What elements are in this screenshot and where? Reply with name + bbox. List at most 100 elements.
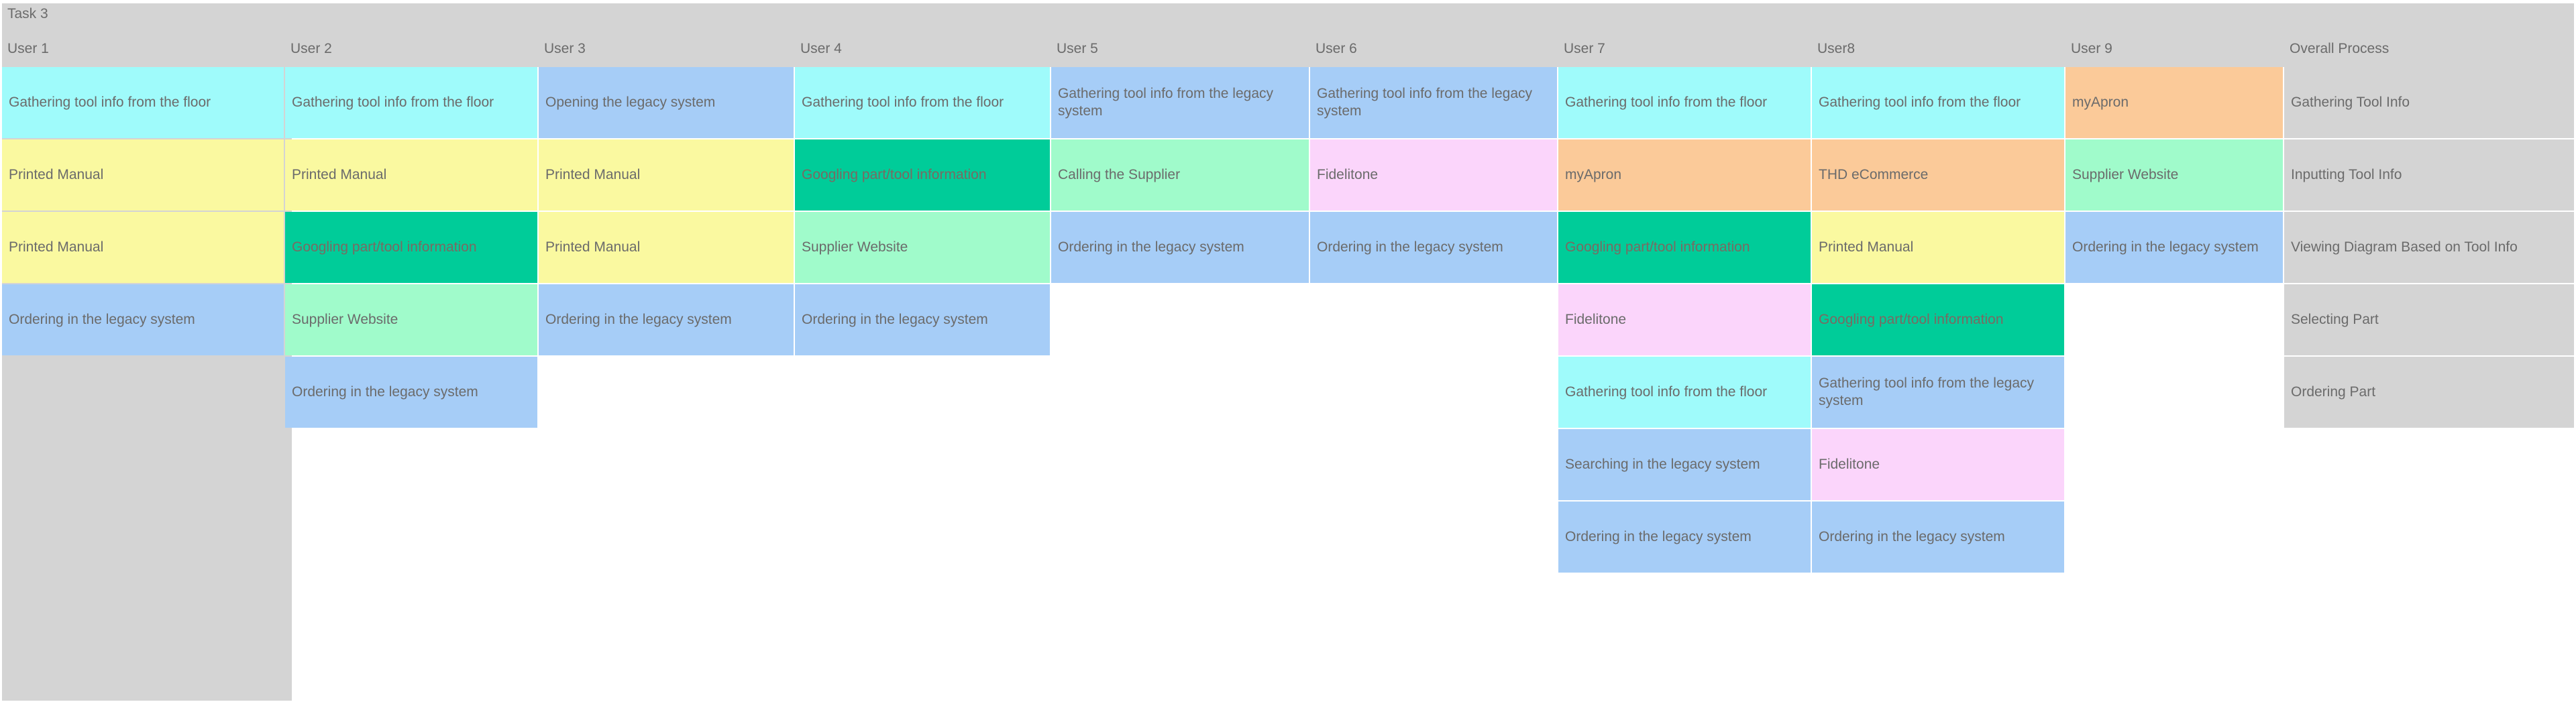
matrix-cell-label: Ordering in the legacy system [1058,239,1244,255]
matrix-cell-label: Gathering tool info from the floor [802,95,1004,110]
matrix-cell[interactable]: Googling part/tool information [285,212,537,283]
matrix-cell[interactable]: Searching in the legacy system [1558,429,1811,500]
matrix-cell[interactable]: myApron [2065,67,2283,138]
process-step-cell[interactable]: Viewing Diagram Based on Tool Info [2284,212,2574,283]
column-header-6: User 6 [1316,41,1357,56]
matrix-cell-label: Fidelitone [1317,167,1379,182]
task-matrix-board: Task 3 User 1 User 2 User 3 User 4 User 5 Use… [2,3,2574,701]
matrix-cell[interactable]: Printed Manual [1812,212,2064,283]
matrix-cell-label: Gathering tool info from the legacy syst… [1058,86,1274,119]
matrix-cell-label: Gathering Tool Info [2291,95,2410,110]
matrix-cell-label: Ordering in the legacy system [9,312,195,327]
column-header-8: User8 [1817,41,1856,56]
matrix-cell-label: Fidelitone [1565,312,1627,327]
matrix-cell[interactable]: Gathering tool info from the floor [1558,67,1811,138]
matrix-cell[interactable]: Ordering in the legacy system [539,284,794,355]
matrix-cell[interactable]: Ordering in the legacy system [1051,212,1309,283]
matrix-cell-label: Ordering in the legacy system [1317,239,1503,255]
column-header-9: User 9 [2071,41,2112,56]
matrix-cell-label: THD eCommerce [1819,167,1929,182]
matrix-cell-label: Calling the Supplier [1058,167,1181,182]
column-header-7: User 7 [1564,41,1605,56]
matrix-cell-label: Ordering in the legacy system [545,312,732,327]
matrix-cell[interactable]: Gathering tool info from the floor [2,67,284,138]
matrix-cell[interactable]: Ordering in the legacy system [1558,502,1811,573]
matrix-cell-label: Selecting Part [2291,312,2379,327]
matrix-cell-label: Googling part/tool information [1565,239,1750,255]
matrix-cell-label: Gathering tool info from the legacy syst… [1819,375,2035,408]
matrix-cell[interactable]: Ordering in the legacy system [795,284,1050,355]
matrix-cell[interactable]: Ordering in the legacy system [1310,212,1557,283]
matrix-cell-label: Ordering in the legacy system [802,312,988,327]
matrix-cell[interactable]: Ordering in the legacy system [2,284,284,355]
matrix-cell-label: Googling part/tool information [802,167,987,182]
matrix-cell[interactable]: Gathering tool info from the legacy syst… [1812,357,2064,428]
matrix-cell[interactable]: Opening the legacy system [539,67,794,138]
matrix-cell[interactable]: Gathering tool info from the legacy syst… [1051,67,1309,138]
matrix-cell[interactable]: Fidelitone [1812,429,2064,500]
matrix-cell[interactable]: Gathering tool info from the floor [795,67,1050,138]
matrix-cell-label: Gathering tool info from the floor [9,95,211,110]
process-step-cell[interactable]: Ordering Part [2284,357,2574,428]
matrix-cell-label: Gathering tool info from the floor [1819,95,2021,110]
header-band [2,3,2574,67]
matrix-cell[interactable]: Supplier Website [2065,139,2283,211]
matrix-cell-label: Gathering tool info from the floor [1565,95,1768,110]
matrix-cell-label: Googling part/tool information [1819,312,2004,327]
column-header-2: User 2 [290,41,332,56]
matrix-cell[interactable]: Ordering in the legacy system [1812,502,2064,573]
matrix-cell[interactable]: Googling part/tool information [795,139,1050,211]
matrix-cell-label: Opening the legacy system [545,95,716,110]
matrix-cell[interactable]: Gathering tool info from the floor [285,67,537,138]
matrix-cell[interactable]: Printed Manual [2,212,284,283]
matrix-cell-label: Ordering in the legacy system [1565,529,1752,544]
matrix-cell[interactable]: Gathering tool info from the floor [1558,357,1811,428]
matrix-cell-label: Printed Manual [545,167,641,182]
matrix-cell-label: Gathering tool info from the floor [1565,384,1768,400]
matrix-cell[interactable]: myApron [1558,139,1811,211]
matrix-cell[interactable]: Gathering tool info from the floor [1812,67,2064,138]
matrix-cell[interactable]: Printed Manual [539,212,794,283]
matrix-cell-label: myApron [2072,95,2129,110]
matrix-cell[interactable]: Supplier Website [795,212,1050,283]
matrix-cell[interactable]: Printed Manual [2,139,284,211]
process-step-cell[interactable]: Selecting Part [2284,284,2574,355]
matrix-cell[interactable]: Supplier Website [285,284,537,355]
column-header-1: User 1 [7,41,49,56]
matrix-cell-label: Ordering in the legacy system [2072,239,2259,255]
matrix-cell-label: Viewing Diagram Based on Tool Info [2291,239,2518,255]
matrix-cell-label: Printed Manual [9,239,104,255]
matrix-cell-label: Ordering in the legacy system [1819,529,2005,544]
matrix-cell-label: Gathering tool info from the legacy syst… [1317,86,1533,119]
column-header-5: User 5 [1057,41,1098,56]
matrix-cell-label: Inputting Tool Info [2291,167,2402,182]
matrix-cell-label: Ordering in the legacy system [292,384,478,400]
matrix-cell-label: Printed Manual [1819,239,1914,255]
matrix-cell-label: Printed Manual [545,239,641,255]
matrix-cell[interactable]: Printed Manual [539,139,794,211]
matrix-cell-label: Printed Manual [292,167,387,182]
page-title: Task 3 [7,6,48,21]
process-step-cell[interactable]: Inputting Tool Info [2284,139,2574,211]
matrix-cell[interactable]: Fidelitone [1558,284,1811,355]
matrix-cell[interactable]: Ordering in the legacy system [285,357,537,428]
process-step-cell[interactable]: Gathering Tool Info [2284,67,2574,138]
matrix-cell-label: Supplier Website [292,312,398,327]
matrix-cell-label: Supplier Website [2072,167,2179,182]
matrix-cell-label: Googling part/tool information [292,239,477,255]
matrix-cell[interactable]: Fidelitone [1310,139,1557,211]
matrix-cell-label: Printed Manual [9,167,104,182]
matrix-cell[interactable]: Printed Manual [285,139,537,211]
matrix-cell-label: Supplier Website [802,239,908,255]
matrix-cell[interactable]: Googling part/tool information [1558,212,1811,283]
matrix-cell-label: Fidelitone [1819,457,1880,472]
matrix-cell-label: myApron [1565,167,1622,182]
column-header-3: User 3 [544,41,586,56]
matrix-cell[interactable]: Calling the Supplier [1051,139,1309,211]
column-header-4: User 4 [800,41,842,56]
matrix-cell[interactable]: Ordering in the legacy system [2065,212,2283,283]
column-header-10: Overall Process [2290,41,2390,56]
matrix-cell[interactable]: Googling part/tool information [1812,284,2064,355]
matrix-cell[interactable]: THD eCommerce [1812,139,2064,211]
matrix-cell[interactable]: Gathering tool info from the legacy syst… [1310,67,1557,138]
